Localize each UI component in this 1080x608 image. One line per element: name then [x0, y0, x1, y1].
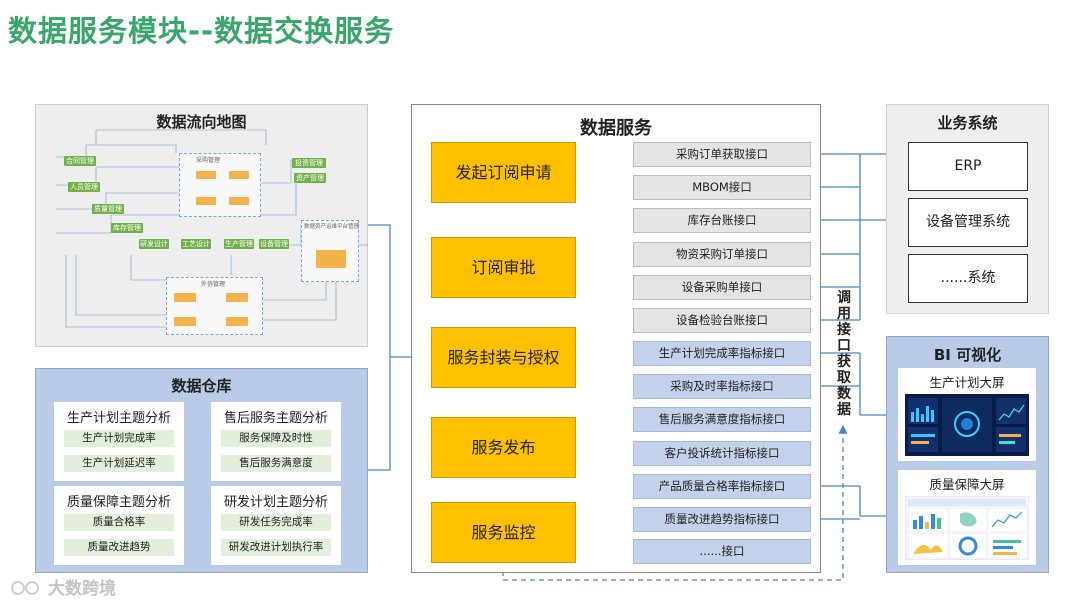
flow-group-ops: [301, 220, 359, 282]
topic-title: 生产计划主题分析: [66, 411, 171, 426]
system-erp: ERP: [908, 142, 1028, 191]
data-warehouse-title: 数据仓库: [171, 377, 232, 395]
interface-purchase-order: 采购订单获取接口: [633, 142, 811, 167]
flow-node-orange: [226, 293, 248, 302]
flow-node-orange: [229, 171, 249, 179]
topic-card-quality: 质量保障主题分析 质量合格率 质量改进趋势: [54, 486, 184, 565]
step-service-publish: 服务发布: [431, 417, 576, 478]
system-equipment-management: 设备管理系统: [908, 198, 1028, 247]
topic-metric: 服务保障及时性: [221, 430, 331, 447]
interface-material-purchase: 物资采购订单接口: [633, 242, 811, 267]
topic-title: 售后服务主题分析: [223, 411, 328, 426]
interface-more: ......接口: [633, 539, 811, 564]
flow-node: 投资管理: [292, 158, 326, 168]
topic-metric: 生产计划完成率: [64, 430, 174, 447]
watermark-text: 大数跨境: [48, 579, 116, 599]
topic-title: 研发计划主题分析: [223, 495, 328, 510]
flow-node: 合同管理: [64, 156, 96, 166]
flow-node-orange: [316, 250, 346, 268]
step-subscribe-request: 发起订阅申请: [431, 142, 576, 203]
flow-node-orange: [174, 317, 196, 326]
flow-group-outsource-label: 外协管理: [201, 281, 226, 288]
page-title: 数据服务模块--数据交换服务: [8, 14, 395, 48]
screen-production-plan-label: 生产计划大屏: [929, 375, 1005, 390]
topic-metric: 生产计划延迟率: [64, 455, 174, 472]
data-flow-map-panel: 数据流向地图 采购管理 数据资产运维平台管理 外协管理 合: [35, 104, 368, 347]
dashboard-dark-thumbnail: [905, 394, 1029, 456]
flow-group-purchase: [179, 153, 261, 217]
business-systems-title: 业务系统: [937, 114, 998, 132]
interface-production-plan-rate: 生产计划完成率指标接口: [633, 341, 811, 366]
flow-node-orange: [196, 171, 216, 179]
topic-card-production: 生产计划主题分析 生产计划完成率 生产计划延迟率: [54, 402, 184, 481]
topic-title: 质量保障主题分析: [66, 495, 171, 510]
topic-card-after-sales: 售后服务主题分析 服务保障及时性 售后服务满意度: [211, 402, 341, 481]
system-more: ......系统: [908, 254, 1028, 303]
interface-after-sales-satisfaction: 售后服务满意度指标接口: [633, 407, 811, 432]
topic-metric: 质量改进趋势: [64, 539, 174, 556]
interface-product-quality-rate: 产品质量合格率指标接口: [633, 474, 811, 499]
interface-equipment-inspection: 设备检验台账接口: [633, 308, 811, 333]
interface-inventory-ledger: 库存台账接口: [633, 208, 811, 233]
flow-node: 资产管理: [294, 173, 326, 183]
flow-node-orange: [229, 197, 249, 205]
topic-card-rnd: 研发计划主题分析 研发任务完成率 研发改进计划执行率: [211, 486, 341, 565]
topic-metric: 售后服务满意度: [221, 455, 331, 472]
screen-quality-assurance: 质量保障大屏: [898, 470, 1036, 565]
interface-quality-improvement: 质量改进趋势指标接口: [633, 507, 811, 532]
interface-purchase-timeliness: 采购及时率指标接口: [633, 374, 811, 399]
flow-node: 设备管理: [259, 239, 289, 249]
step-service-monitor: 服务监控: [431, 502, 576, 563]
step-subscribe-approval: 订阅审批: [431, 237, 576, 298]
topic-metric: 研发任务完成率: [221, 514, 331, 531]
flow-node: 生产管理: [224, 239, 254, 249]
flow-node: 人员管理: [68, 182, 100, 192]
flow-node-orange: [226, 317, 248, 326]
data-services-title: 数据服务: [580, 118, 652, 139]
flow-node: 工艺设计: [181, 239, 211, 249]
interface-mbom: MBOM接口: [633, 175, 811, 200]
topic-metric: 质量合格率: [64, 514, 174, 531]
watermark-logo-icon: [11, 581, 39, 595]
flow-node: 库存管理: [111, 223, 143, 233]
screen-production-plan: 生产计划大屏: [898, 368, 1036, 461]
flow-node: 质量管理: [92, 204, 124, 214]
topic-metric: 研发改进计划执行率: [221, 539, 331, 556]
screen-quality-assurance-label: 质量保障大屏: [929, 477, 1005, 492]
data-warehouse-panel: 数据仓库 生产计划主题分析 生产计划完成率 生产计划延迟率 售后服务主题分析 服…: [35, 368, 368, 573]
call-interface-note: 调用接口获取数据: [837, 290, 851, 418]
flow-node-orange: [196, 197, 216, 205]
data-flow-map-title: 数据流向地图: [156, 113, 247, 131]
flow-node: 研发设计: [139, 239, 169, 249]
interface-complaint-stats: 客户投诉统计指标接口: [633, 441, 811, 466]
flow-node-orange: [174, 293, 196, 302]
dashboard-light-thumbnail: [905, 496, 1029, 560]
interface-equipment-purchase: 设备采购单接口: [633, 275, 811, 300]
bi-title: BI 可视化: [933, 346, 1002, 364]
flow-group-ops-label: 数据资产运维平台管理: [304, 224, 360, 230]
step-service-packaging: 服务封装与授权: [431, 327, 576, 388]
flow-group-purchase-label: 采购管理: [196, 157, 221, 164]
